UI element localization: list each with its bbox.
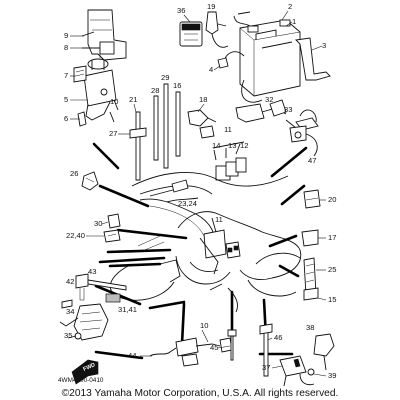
relay-cluster — [212, 141, 247, 181]
callout-4: 4 — [209, 65, 213, 74]
left-side-parts — [59, 171, 127, 341]
callout-10-bottom: 10 — [200, 321, 208, 330]
callout-30: 30 — [94, 219, 102, 228]
callout-7: 7 — [64, 71, 68, 80]
callout-11-bottom: 11 — [215, 215, 223, 224]
cable-ties — [129, 83, 217, 181]
fwd-arrow: FWD — [71, 359, 99, 385]
callout-10: 10 — [110, 97, 118, 106]
callout-31-41: 31,41 — [118, 305, 137, 314]
callout-13: 13 — [228, 141, 236, 150]
callout-29: 29 — [161, 73, 169, 82]
part-callouts: 9 8 7 5 6 10 36 19 4 2 1 3 32 33 47 21 2… — [64, 2, 336, 380]
callout-11-top: 11 — [224, 125, 232, 134]
right-side-parts — [301, 189, 321, 301]
callout-12: 12 — [240, 141, 248, 150]
copyright-notice: ©2013 Yamaha Motor Corporation, U.S.A. A… — [62, 388, 339, 399]
callout-17: 17 — [328, 233, 336, 242]
callout-27: 27 — [109, 129, 117, 138]
callout-33: 33 — [284, 105, 292, 114]
callout-43: 43 — [88, 267, 96, 276]
callout-22-40: 22,40 — [66, 231, 85, 240]
battery-assembly — [217, 11, 331, 157]
callout-36: 36 — [177, 6, 185, 15]
callout-23-24: 23,24 — [178, 199, 197, 208]
callout-44: 44 — [128, 351, 136, 360]
callout-20: 20 — [328, 195, 336, 204]
callout-2: 2 — [288, 2, 292, 11]
diagram-code: 4WM4100-0410 — [58, 377, 104, 384]
callout-25: 25 — [328, 265, 336, 274]
relay-and-fuse — [179, 11, 229, 48]
callout-14: 14 — [212, 141, 220, 150]
callout-42: 42 — [66, 277, 74, 286]
callout-34: 34 — [66, 307, 74, 316]
callout-5: 5 — [64, 95, 68, 104]
wire-harness — [131, 172, 289, 275]
callout-9: 9 — [64, 31, 68, 40]
bottom-parts — [149, 323, 335, 387]
callout-37: 37 — [262, 363, 270, 372]
main-switch-assembly — [73, 9, 127, 127]
callout-35: 35 — [64, 331, 72, 340]
callout-16: 16 — [173, 81, 181, 90]
callout-38: 38 — [306, 323, 314, 332]
callout-18: 18 — [199, 95, 207, 104]
callout-32: 32 — [265, 95, 273, 104]
callout-45: 45 — [210, 343, 218, 352]
callout-39: 39 — [328, 371, 336, 380]
callout-46: 46 — [274, 333, 282, 342]
callout-28: 28 — [151, 86, 159, 95]
fwd-marker: FWD — [82, 362, 96, 373]
callout-3: 3 — [322, 41, 326, 50]
callout-8: 8 — [64, 43, 68, 52]
callout-19: 19 — [207, 2, 215, 11]
callout-47: 47 — [308, 156, 316, 165]
callout-26: 26 — [70, 169, 78, 178]
callout-1: 1 — [292, 17, 296, 26]
callout-21: 21 — [129, 95, 137, 104]
callout-15: 15 — [328, 295, 336, 304]
motorcycle-outline — [109, 211, 302, 313]
callout-6: 6 — [64, 114, 68, 123]
